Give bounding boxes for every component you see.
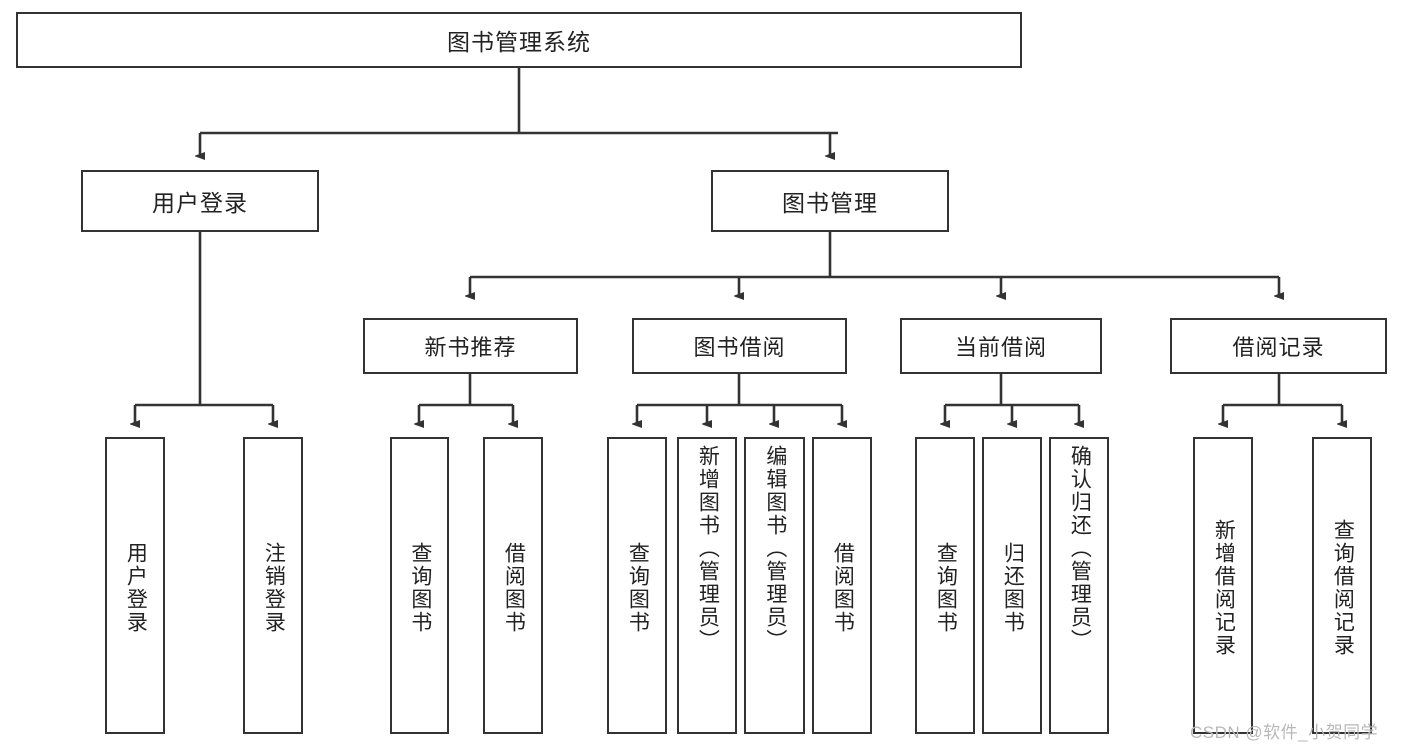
leaf-query-borrow-record-label: 查询借阅记录: [1331, 518, 1355, 657]
leaf-user-login[interactable]: 用户登录: [105, 437, 165, 734]
leaf-add-book-admin-label: 新增图书（管理员）: [696, 445, 720, 652]
leaf-query-book-recommend-label: 查询图书: [408, 541, 432, 634]
node-book-borrow-label: 图书借阅: [693, 335, 786, 360]
leaf-user-logout-label: 注销登录: [262, 541, 286, 634]
leaf-query-borrow-record[interactable]: 查询借阅记录: [1312, 437, 1372, 734]
leaf-borrow-book[interactable]: 借阅图书: [812, 437, 872, 734]
watermark: CSDN @软件_小贺同学: [1190, 723, 1379, 742]
node-root[interactable]: 图书管理系统: [16, 12, 1022, 68]
leaf-query-book-borrow-label: 查询图书: [626, 541, 650, 634]
node-book-borrow[interactable]: 图书借阅: [632, 318, 847, 374]
leaf-borrow-book-recommend-label: 借阅图书: [502, 541, 526, 634]
node-book-management[interactable]: 图书管理: [711, 170, 949, 232]
leaf-query-book-borrow[interactable]: 查询图书: [607, 437, 667, 734]
node-root-label: 图书管理系统: [447, 29, 591, 55]
node-current-borrow[interactable]: 当前借阅: [900, 318, 1102, 374]
leaf-query-book-current[interactable]: 查询图书: [915, 437, 975, 734]
leaf-add-borrow-record[interactable]: 新增借阅记录: [1193, 437, 1253, 734]
node-user-login[interactable]: 用户登录: [81, 170, 319, 232]
leaf-borrow-book-recommend[interactable]: 借阅图书: [483, 437, 543, 734]
leaf-edit-book-admin[interactable]: 编辑图书（管理员）: [744, 437, 805, 734]
leaf-add-borrow-record-label: 新增借阅记录: [1212, 518, 1236, 657]
leaf-user-login-label: 用户登录: [124, 541, 148, 634]
leaf-confirm-return-admin[interactable]: 确认归还（管理员）: [1049, 437, 1109, 734]
leaf-user-logout[interactable]: 注销登录: [243, 437, 303, 734]
leaf-return-book-label: 归还图书: [1001, 541, 1025, 634]
node-new-book-recommend-label: 新书推荐: [424, 335, 517, 360]
node-book-management-label: 图书管理: [782, 190, 878, 216]
node-new-book-recommend[interactable]: 新书推荐: [363, 318, 578, 374]
leaf-return-book[interactable]: 归还图书: [982, 437, 1042, 734]
leaf-confirm-return-admin-label: 确认归还（管理员）: [1068, 445, 1092, 652]
leaf-query-book-recommend[interactable]: 查询图书: [390, 437, 449, 734]
node-current-borrow-label: 当前借阅: [954, 335, 1047, 360]
leaf-edit-book-admin-label: 编辑图书（管理员）: [763, 445, 787, 652]
node-user-login-label: 用户登录: [152, 190, 248, 216]
node-borrow-record-label: 借阅记录: [1232, 335, 1325, 360]
leaf-borrow-book-label: 借阅图书: [831, 541, 855, 634]
leaf-add-book-admin[interactable]: 新增图书（管理员）: [677, 437, 737, 734]
node-borrow-record[interactable]: 借阅记录: [1170, 318, 1387, 374]
leaf-query-book-current-label: 查询图书: [934, 541, 958, 634]
